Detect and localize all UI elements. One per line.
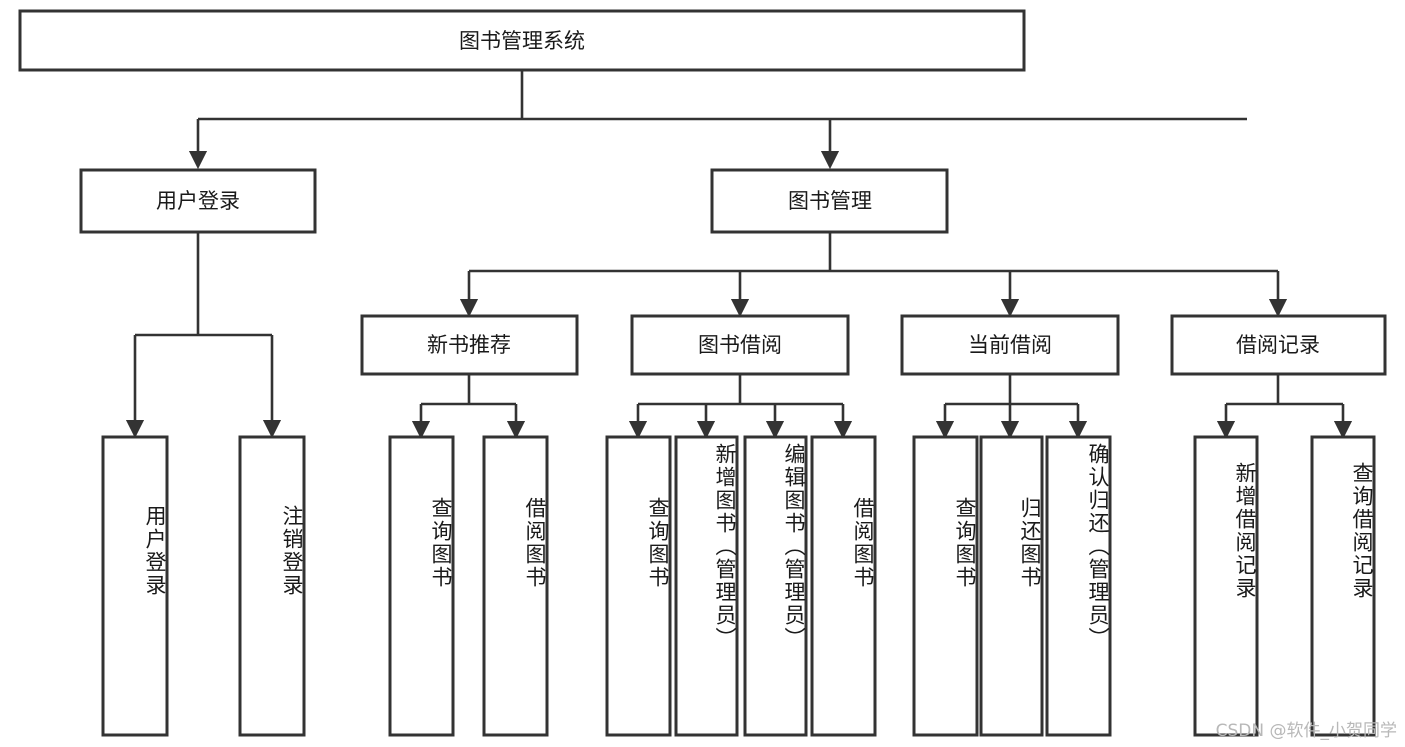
node-new-book-recommend-rect bbox=[360, 314, 579, 376]
node-borrow-record-label: 借阅记录 bbox=[1236, 333, 1320, 357]
node-book-borrow-label: 图书借阅 bbox=[698, 333, 782, 357]
leaf-user-login-rect[interactable] bbox=[101, 435, 169, 737]
leaf-query-book-2-rect[interactable] bbox=[605, 435, 672, 737]
node-root-rect bbox=[18, 9, 1026, 72]
leaf-borrow-book-1-rect[interactable] bbox=[482, 435, 549, 737]
connector-user-login-to-leaves bbox=[125, 232, 282, 439]
node-root[interactable]: 图书管理系统 bbox=[18, 9, 1026, 72]
connector-borrow-record-to-leaves bbox=[1216, 374, 1353, 440]
leaf-return-book-rect[interactable] bbox=[979, 435, 1044, 737]
leaf-logout-rect[interactable] bbox=[238, 435, 306, 737]
node-current-borrow-rect bbox=[900, 314, 1120, 376]
node-user-login[interactable]: 用户登录 bbox=[79, 168, 317, 234]
node-borrow-record[interactable]: 借阅记录 bbox=[1170, 314, 1387, 376]
leaf-edit-book-rect[interactable] bbox=[743, 435, 808, 737]
node-user-login-label: 用户登录 bbox=[156, 189, 240, 213]
node-book-management[interactable]: 图书管理 bbox=[710, 168, 949, 234]
leaf-confirm-return-rect[interactable] bbox=[1045, 435, 1112, 737]
connector-current-borrow-to-leaves bbox=[935, 374, 1088, 440]
connector-root-to-level2 bbox=[188, 70, 1247, 170]
node-book-borrow[interactable]: 图书借阅 bbox=[630, 314, 850, 376]
leaf-add-book-rect[interactable] bbox=[674, 435, 739, 737]
node-user-login-rect bbox=[79, 168, 317, 234]
connector-book-management-to-level3 bbox=[459, 232, 1288, 318]
leaf-borrow-book-2-rect[interactable] bbox=[810, 435, 877, 737]
node-current-borrow[interactable]: 当前借阅 bbox=[900, 314, 1120, 376]
leaf-query-book-1-rect[interactable] bbox=[388, 435, 455, 737]
connector-book-borrow-to-leaves bbox=[628, 374, 853, 440]
leaf-query-record-rect[interactable] bbox=[1310, 435, 1376, 737]
connector-new-book-recommend-to-leaves bbox=[411, 374, 526, 440]
leaf-add-record-rect[interactable] bbox=[1193, 435, 1259, 737]
watermark: CSDN @软件_小贺同学 bbox=[1215, 721, 1397, 741]
node-root-label: 图书管理系统 bbox=[459, 29, 585, 53]
node-new-book-recommend-label: 新书推荐 bbox=[427, 333, 511, 357]
leaf-query-book-3-rect[interactable] bbox=[912, 435, 979, 737]
node-current-borrow-label: 当前借阅 bbox=[968, 333, 1052, 357]
node-book-management-label: 图书管理 bbox=[788, 189, 872, 213]
node-new-book-recommend[interactable]: 新书推荐 bbox=[360, 314, 579, 376]
